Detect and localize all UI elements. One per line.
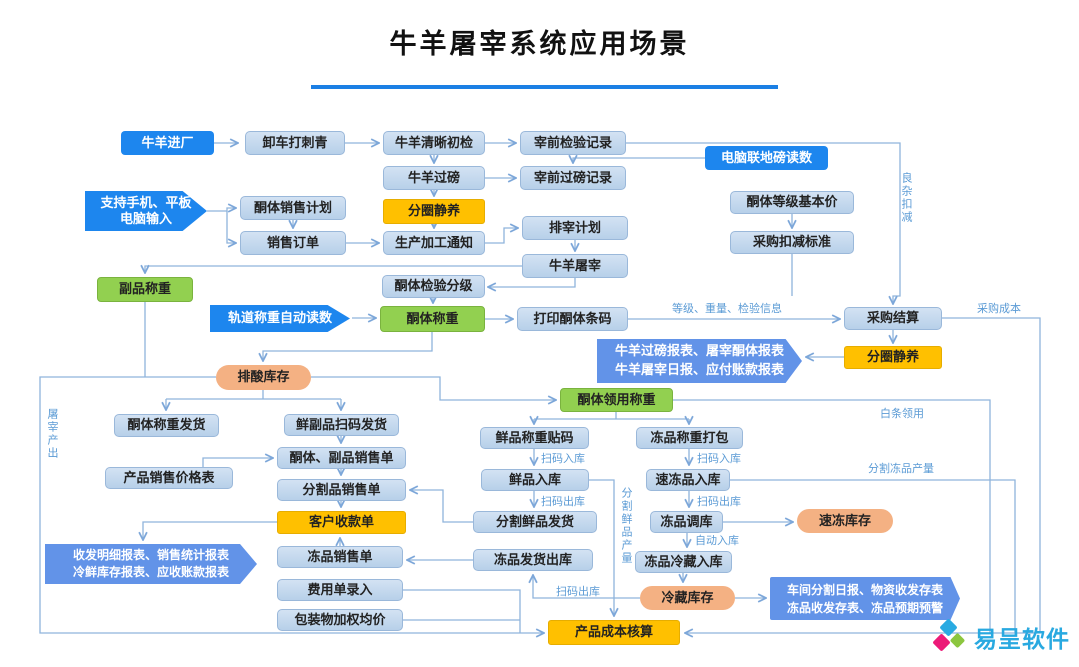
node-sales-order: 销售订单 — [240, 231, 346, 255]
node-customer-receipt: 客户收款单 — [277, 511, 406, 534]
node-frozen-transfer: 冻品调库 — [650, 511, 723, 533]
mobile-input-line1: 支持手机、平板 — [100, 194, 192, 210]
node-quick-frozen-warehousing: 速冻品入库 — [646, 469, 730, 491]
node-frozen-weighing-packing: 冻品称重打包 — [636, 427, 743, 449]
node-carcass-byproduct-sales-order: 酮体、副品销售单 — [277, 447, 406, 469]
label-carcass-requisition: 白条领用 — [880, 408, 924, 420]
node-carcass-requisition-weighing: 酮体领用称重 — [560, 388, 673, 412]
node-carcass-grade-base-price: 酮体等级基本价 — [730, 191, 854, 214]
node-packaging-weighted-price: 包装物加权均价 — [277, 609, 403, 631]
report-sales-line2: 冷鲜库存报表、应收账款报表 — [72, 565, 229, 579]
label-auto-in: 自动入库 — [695, 535, 739, 547]
vendor-logo: 易呈软件 — [932, 617, 1070, 654]
node-pre-slaughter-weighing-record: 宰前过磅记录 — [520, 166, 626, 190]
report-workshop: 车间分割日报、物资收发存表 冻品收发存表、冻品预期预警 — [770, 577, 960, 620]
node-cattle-weighing: 牛羊过磅 — [383, 166, 485, 190]
label-cut-fresh-output-vertical: 分割鲜品产量 — [620, 487, 632, 565]
node-computer-scale-reading: 电脑联地磅读数 — [705, 146, 828, 170]
label-slaughter-output-vertical: 屠宰产出 — [46, 408, 58, 460]
node-product-price-list: 产品销售价格表 — [105, 467, 233, 489]
node-fresh-weighing-labeling: 鲜品称重贴码 — [480, 427, 589, 449]
label-purchase-cost: 采购成本 — [977, 303, 1021, 315]
node-quick-frozen-inventory: 速冻库存 — [797, 509, 893, 533]
report-slaughter-line1: 牛羊过磅报表、屠宰酮体报表 — [614, 343, 784, 359]
node-production-notice: 生产加工通知 — [383, 231, 485, 255]
label-scan-out-left: 扫码出库 — [541, 496, 585, 508]
node-product-cost-accounting: 产品成本核算 — [548, 620, 680, 645]
node-initial-inspection: 牛羊清晰初检 — [383, 131, 485, 155]
report-sales: 收发明细报表、销售统计报表 冷鲜库存报表、应收账款报表 — [45, 544, 257, 584]
node-byproduct-weighing: 副品称重 — [97, 277, 193, 302]
label-scan-out-right: 扫码出库 — [697, 496, 741, 508]
node-slaughter-schedule: 排宰计划 — [522, 216, 628, 240]
node-cattle-entry: 牛羊进厂 — [121, 131, 214, 155]
node-cold-storage-inventory: 冷藏库存 — [640, 586, 735, 610]
node-carcass-weighing: 酮体称重 — [380, 306, 485, 332]
node-frozen-sales-order: 冻品销售单 — [277, 546, 403, 568]
node-mobile-input-arrow: 支持手机、平板 电脑输入 — [85, 191, 207, 231]
report-sales-line1: 收发明细报表、销售统计报表 — [72, 547, 229, 562]
node-purchase-settlement: 采购结算 — [844, 307, 942, 330]
node-cattle-slaughter: 牛羊屠宰 — [522, 254, 628, 278]
node-unload-tattoo: 卸车打刺青 — [245, 131, 345, 155]
label-cut-frozen-output: 分割冻品产量 — [868, 463, 934, 475]
report-slaughter-line2: 牛羊屠宰日报、应付账款报表 — [614, 362, 784, 377]
node-carcass-sales-plan: 酮体销售计划 — [240, 196, 346, 220]
node-fresh-byproduct-scan-shipment: 鲜副品扫码发货 — [284, 414, 399, 436]
label-grade-deduction-vertical: 良杂扣减 — [900, 172, 912, 224]
node-rail-scale-auto-reading: 轨道称重自动读数 — [210, 305, 350, 332]
vendor-logo-icon — [932, 617, 967, 654]
node-frozen-cold-warehousing: 冻品冷藏入库 — [635, 551, 732, 573]
report-workshop-line1: 车间分割日报、物资收发存表 — [786, 582, 943, 597]
label-scan-in-right: 扫码入库 — [697, 453, 741, 465]
node-carcass-weighing-shipment: 酮体称重发货 — [114, 414, 219, 437]
node-carcass-inspection-grading: 酮体检验分级 — [382, 275, 485, 298]
vendor-logo-text: 易呈软件 — [974, 626, 1070, 652]
node-pen-rest-1: 分圈静养 — [383, 199, 485, 224]
node-purchase-deduction-standard: 采购扣减标准 — [730, 231, 854, 254]
label-grade-weight-info: 等级、重量、检验信息 — [672, 303, 782, 315]
logo-diamond-green — [949, 632, 966, 648]
node-fresh-warehousing: 鲜品入库 — [481, 469, 589, 491]
node-pre-slaughter-inspection-record: 宰前检验记录 — [520, 131, 626, 155]
report-slaughter: 牛羊过磅报表、屠宰酮体报表 牛羊屠宰日报、应付账款报表 — [597, 339, 802, 383]
node-cut-fresh-shipment: 分割鲜品发货 — [473, 511, 597, 533]
mobile-input-line2: 电脑输入 — [119, 211, 172, 226]
report-workshop-line2: 冻品收发存表、冻品预期预警 — [786, 600, 943, 615]
node-print-carcass-barcode: 打印酮体条码 — [517, 307, 628, 331]
title-underline — [311, 85, 778, 89]
label-scan-out-bottom: 扫码出库 — [556, 586, 600, 598]
label-scan-in-left: 扫码入库 — [541, 453, 585, 465]
node-frozen-shipment-outbound: 冻品发货出库 — [473, 549, 593, 571]
node-cut-product-sales-order: 分割品销售单 — [277, 479, 406, 501]
node-acid-discharge-inventory: 排酸库存 — [216, 365, 311, 390]
page-title: 牛羊屠宰系统应用场景 — [389, 29, 690, 59]
node-pen-rest-2: 分圈静养 — [844, 346, 942, 369]
node-expense-entry: 费用单录入 — [277, 579, 403, 601]
